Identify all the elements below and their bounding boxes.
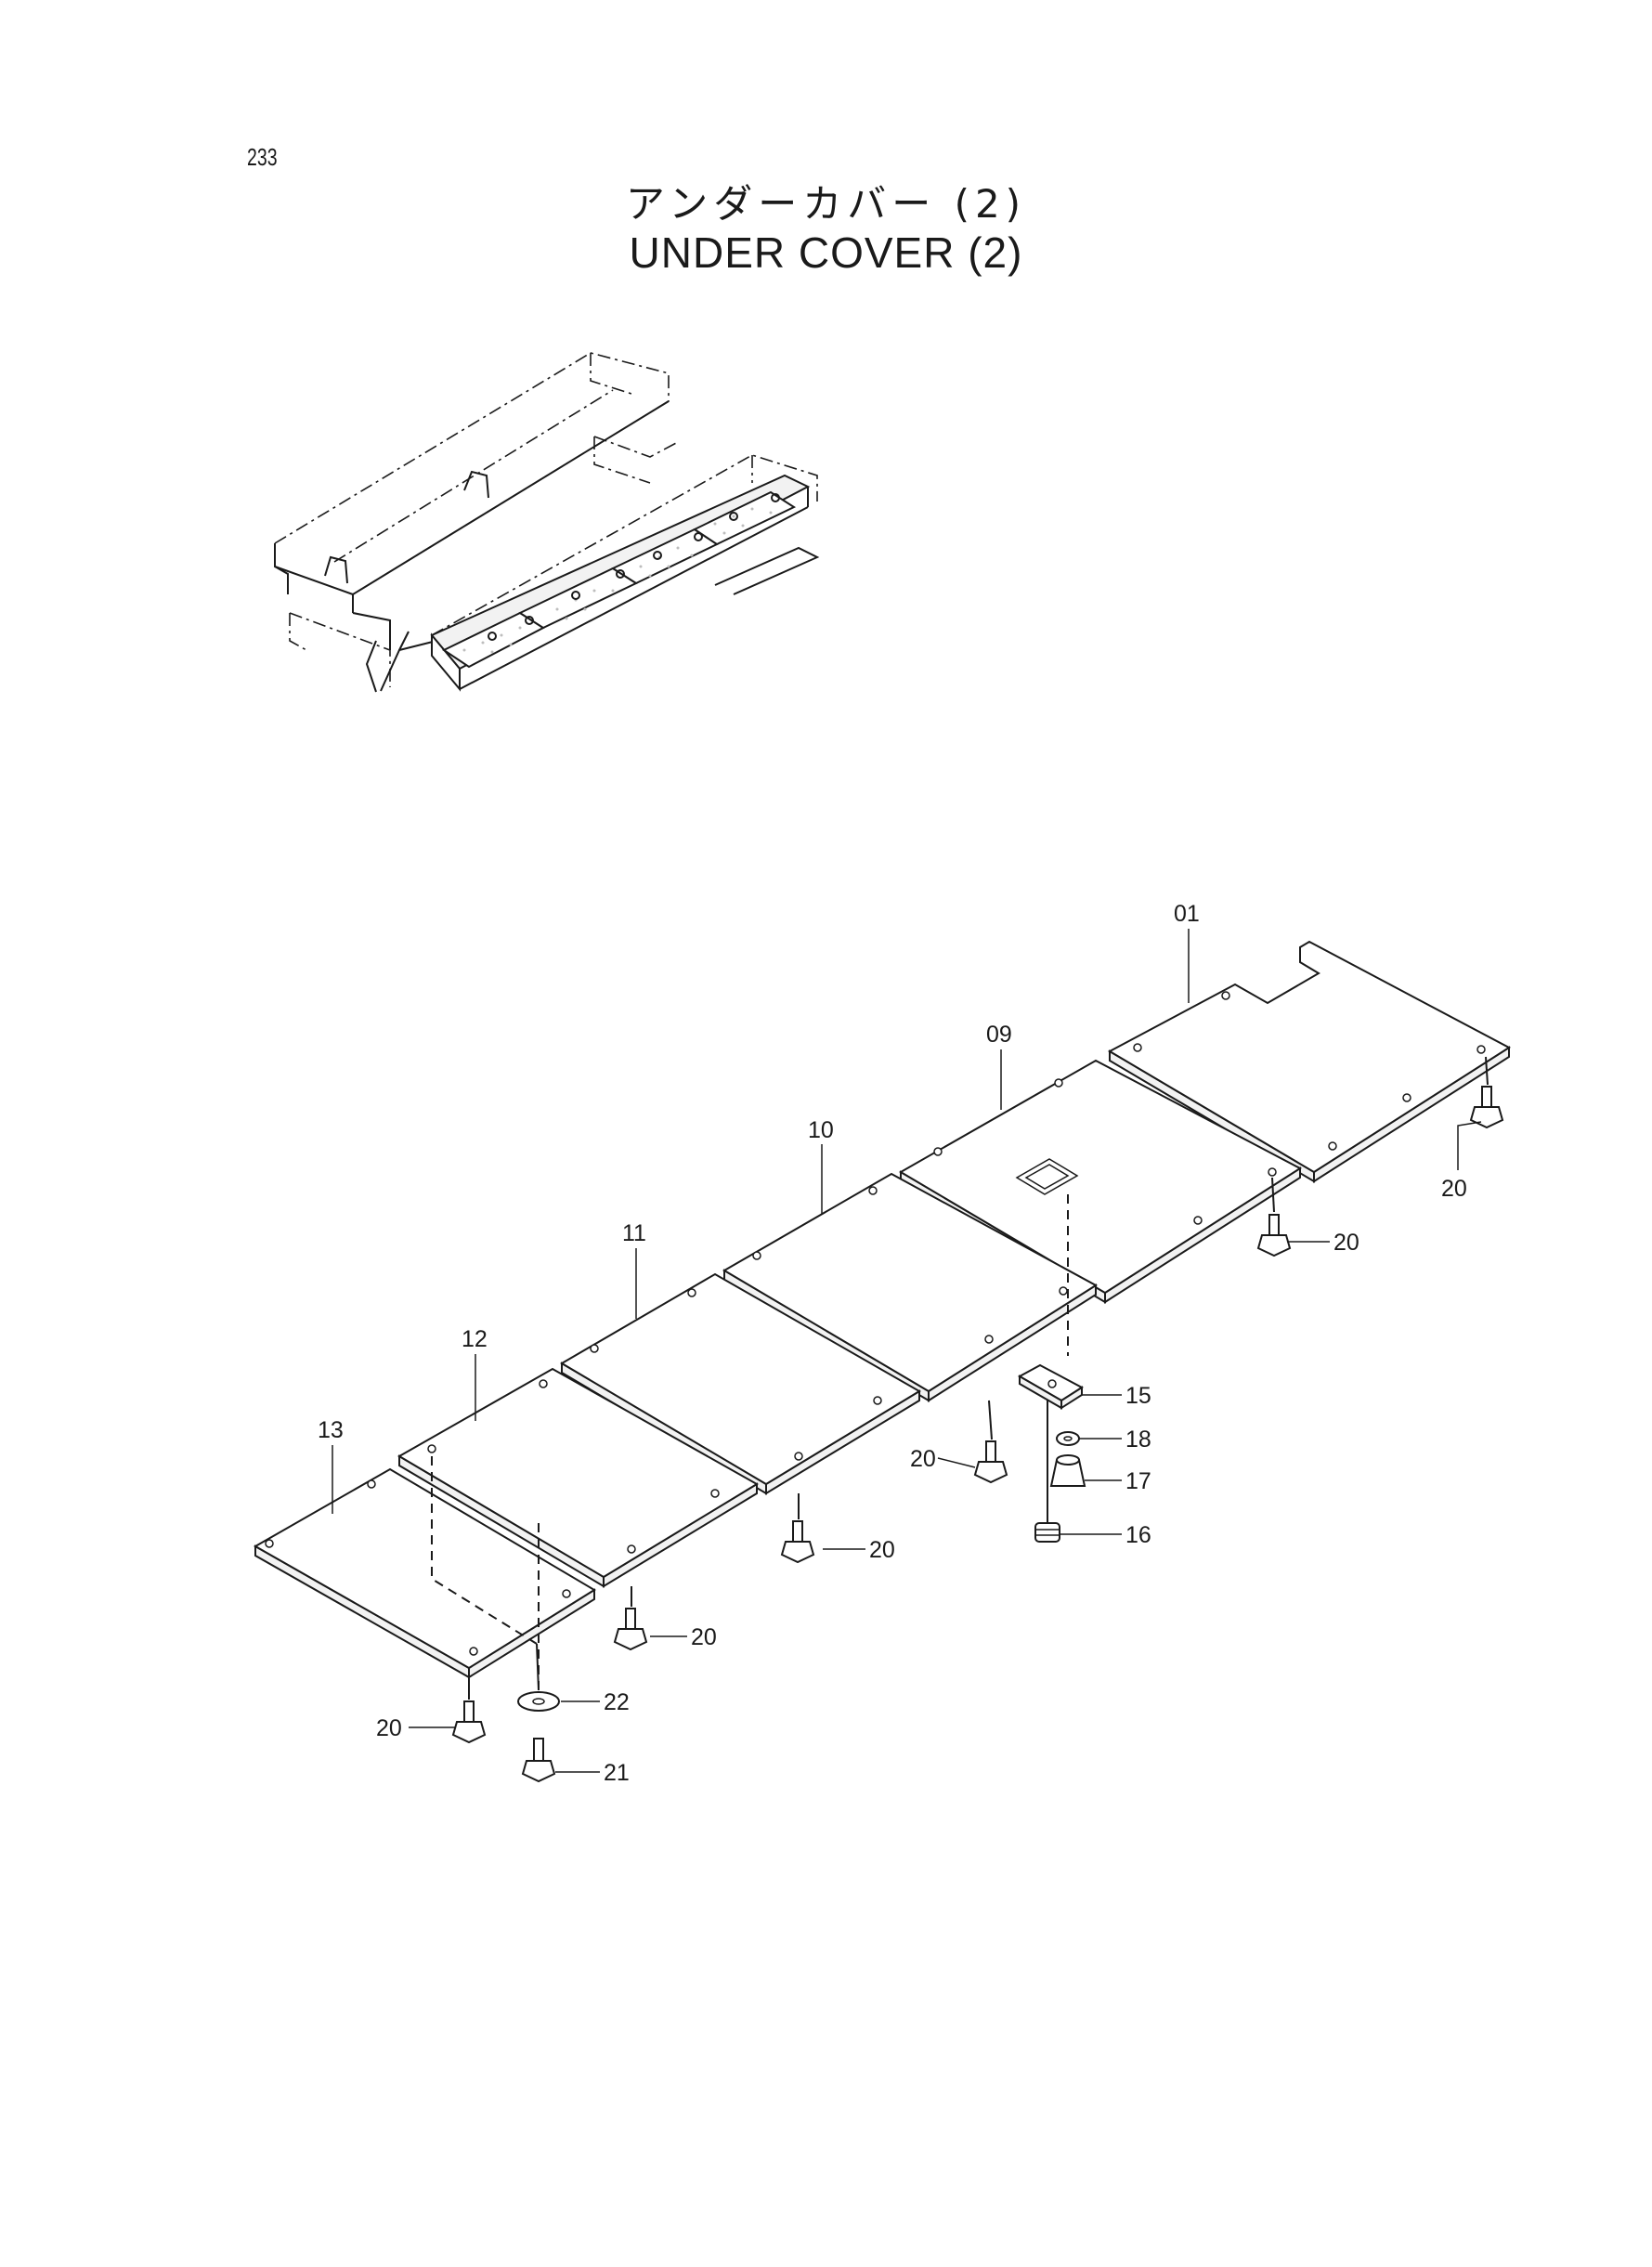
assembly-lines xyxy=(431,1056,1489,1700)
callout-12: 12 xyxy=(462,1326,488,1352)
callout-16: 16 xyxy=(1125,1522,1151,1548)
overview-cover-panels xyxy=(441,490,797,669)
bolt-20 xyxy=(973,1440,1008,1484)
washer-22 xyxy=(517,1691,560,1712)
bolt-20 xyxy=(451,1700,487,1744)
callout-20: 20 xyxy=(1333,1230,1359,1256)
nut-16 xyxy=(1034,1522,1060,1543)
callout-labels: 01 09 10 11 12 13 15 16 17 18 20 20 20 2… xyxy=(318,901,1467,1786)
cross-members xyxy=(289,436,679,693)
callout-20: 20 xyxy=(691,1624,717,1650)
callout-22: 22 xyxy=(604,1689,630,1715)
callout-09: 09 xyxy=(986,1022,1012,1048)
callout-18: 18 xyxy=(1125,1427,1151,1453)
bolt-20 xyxy=(780,1520,815,1564)
bolt-20 xyxy=(1469,1086,1504,1129)
bolt-20 xyxy=(613,1608,648,1651)
callout-11: 11 xyxy=(622,1220,646,1246)
page-number: 233 xyxy=(247,143,278,171)
callout-01: 01 xyxy=(1174,901,1200,927)
bolt-21 xyxy=(521,1738,556,1783)
bolt-20 xyxy=(1256,1214,1292,1257)
panel-12 xyxy=(397,1367,759,1588)
callout-20: 20 xyxy=(1441,1176,1467,1202)
callout-15: 15 xyxy=(1125,1383,1151,1409)
callout-20: 20 xyxy=(869,1537,895,1563)
hardware xyxy=(451,1086,1504,1783)
callout-20: 20 xyxy=(376,1715,402,1741)
panel-13 xyxy=(253,1467,596,1679)
page-title-english: UNDER COVER (2) xyxy=(629,228,1023,277)
washer-18 xyxy=(1056,1431,1080,1446)
plate-15 xyxy=(1017,1363,1084,1410)
callout-20: 20 xyxy=(910,1446,936,1472)
page-title-japanese: アンダーカバー (2) xyxy=(625,181,1027,227)
fitting-17 xyxy=(1049,1454,1086,1487)
left-side-member xyxy=(274,352,670,613)
callout-13: 13 xyxy=(318,1417,344,1443)
leader-lines xyxy=(332,929,1482,1773)
callout-10: 10 xyxy=(808,1117,834,1143)
callout-21: 21 xyxy=(604,1760,630,1786)
callout-17: 17 xyxy=(1125,1468,1151,1494)
